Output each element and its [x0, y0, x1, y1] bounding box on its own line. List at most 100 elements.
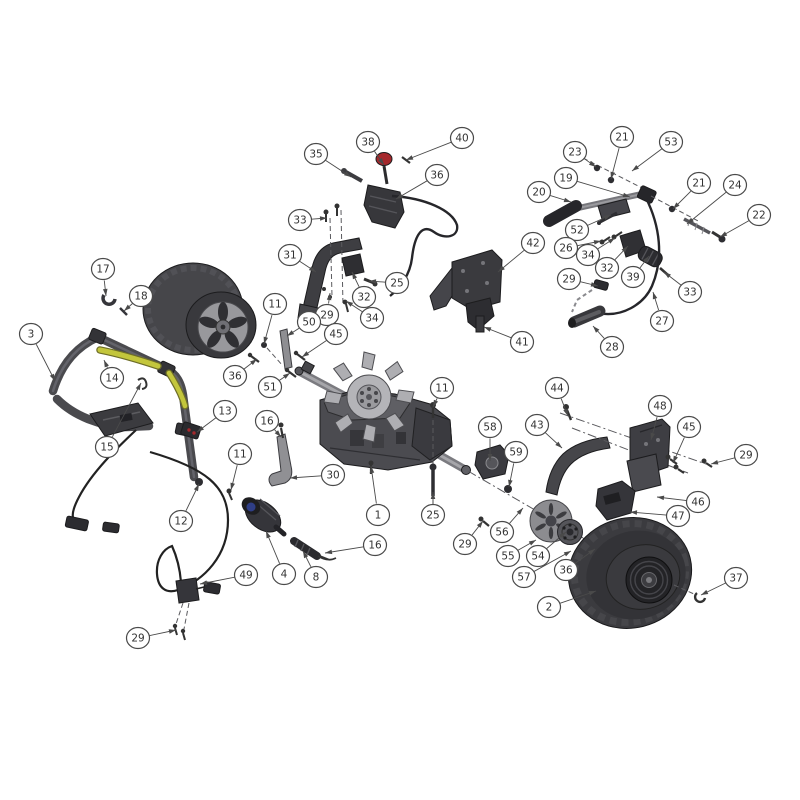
callout-balloon-18 — [128, 284, 154, 308]
callout-2: 2 — [536, 590, 597, 619]
right-rear-wheel — [567, 517, 707, 629]
callout-balloon-48 — [647, 394, 673, 418]
svg-text:17: 17 — [96, 264, 109, 276]
callout-32: 32 — [351, 271, 377, 309]
callout-40: 40 — [405, 126, 475, 161]
screw-33 — [323, 209, 329, 215]
screw — [172, 623, 178, 629]
callout-57: 57 — [511, 550, 572, 589]
svg-text:1: 1 — [375, 510, 382, 522]
screw-34 — [342, 299, 348, 305]
callout-27: 27 — [649, 291, 675, 333]
wire-16 — [319, 555, 331, 561]
brake-arm-43 — [545, 404, 707, 496]
cooling-fan — [323, 351, 415, 443]
svg-text:33: 33 — [293, 215, 306, 227]
callout-4: 4 — [265, 530, 297, 586]
callout-balloon-35 — [303, 142, 329, 166]
cable-tie — [137, 377, 148, 390]
callout-balloon-42 — [520, 231, 546, 255]
svg-text:36: 36 — [430, 170, 444, 182]
svg-text:34: 34 — [581, 250, 595, 262]
svg-text:30: 30 — [326, 470, 339, 482]
callout-balloon-22 — [746, 203, 772, 227]
callout-balloon-14 — [99, 366, 125, 390]
callout-balloon-34 — [575, 243, 601, 267]
throttle-lever-assembly — [341, 152, 459, 297]
svg-text:4: 4 — [281, 569, 288, 581]
callout-balloon-15 — [94, 435, 120, 459]
nut-21 — [607, 176, 615, 184]
callout-balloon-46 — [685, 490, 711, 514]
callout-balloon-16 — [254, 409, 280, 433]
svg-text:42: 42 — [526, 238, 539, 250]
callout-29: 29 — [125, 626, 177, 650]
screw-29 — [701, 458, 707, 464]
callout-balloon-41 — [509, 330, 535, 354]
callout-balloon-21 — [686, 171, 712, 195]
svg-text:32: 32 — [600, 263, 613, 275]
callout-balloon-33 — [677, 280, 703, 304]
svg-text:36: 36 — [559, 565, 573, 577]
svg-text:59: 59 — [509, 447, 522, 459]
svg-text:51: 51 — [263, 382, 276, 394]
svg-text:2: 2 — [546, 602, 553, 614]
svg-text:12: 12 — [174, 516, 187, 528]
callout-21: 21 — [609, 125, 635, 180]
nut-21 — [668, 205, 676, 213]
callout-11: 11 — [227, 442, 253, 491]
callout-balloon-34 — [359, 306, 385, 330]
knob-ball — [195, 478, 203, 486]
callout-29: 29 — [556, 267, 599, 291]
svg-text:29: 29 — [562, 274, 575, 286]
harness-connector — [102, 521, 120, 534]
callout-balloon-54 — [525, 544, 551, 568]
callout-38: 38 — [355, 130, 385, 166]
callout-balloon-11 — [227, 442, 253, 466]
callout-36: 36 — [222, 358, 258, 388]
callout-20: 20 — [526, 180, 572, 204]
callout-47: 47 — [629, 504, 691, 528]
svg-text:29: 29 — [458, 539, 471, 551]
callout-37: 37 — [700, 566, 749, 596]
svg-text:20: 20 — [532, 187, 545, 199]
callout-16: 16 — [254, 409, 282, 438]
callout-33: 33 — [663, 271, 703, 304]
callout-30: 30 — [289, 463, 346, 487]
callout-balloon-33 — [287, 208, 313, 232]
screw-45 — [665, 454, 671, 460]
svg-text:24: 24 — [728, 180, 742, 192]
bracket-46 — [626, 453, 662, 493]
svg-text:11: 11 — [268, 299, 281, 311]
svg-text:31: 31 — [283, 250, 296, 262]
stud-24 — [683, 217, 711, 235]
callout-balloon-59 — [503, 440, 529, 464]
svg-text:49: 49 — [239, 570, 252, 582]
cable-27 — [597, 197, 661, 316]
callout-balloon-39 — [620, 265, 646, 289]
svg-text:41: 41 — [515, 337, 528, 349]
callout-balloon-50 — [296, 310, 322, 334]
callout-31: 31 — [277, 243, 317, 273]
callout-36: 36 — [553, 548, 596, 582]
clip-17 — [101, 294, 117, 306]
svg-text:46: 46 — [691, 497, 705, 509]
callout-balloon-1 — [365, 503, 391, 527]
harness-connector — [64, 515, 89, 532]
pivot-bracket-42 — [429, 249, 503, 333]
svg-text:58: 58 — [483, 422, 496, 434]
idler-lever-30 — [268, 422, 293, 487]
callout-balloon-2 — [536, 595, 562, 619]
callout-46: 46 — [656, 490, 711, 514]
svg-text:57: 57 — [517, 572, 530, 584]
svg-text:53: 53 — [664, 137, 677, 149]
callout-36: 36 — [395, 163, 450, 200]
callout-balloon-37 — [723, 566, 749, 590]
svg-text:21: 21 — [615, 132, 628, 144]
svg-text:33: 33 — [683, 287, 696, 299]
callout-balloon-29 — [125, 626, 151, 650]
callout-balloon-16 — [362, 533, 388, 557]
svg-text:38: 38 — [361, 137, 374, 149]
callout-15: 15 — [94, 382, 142, 459]
